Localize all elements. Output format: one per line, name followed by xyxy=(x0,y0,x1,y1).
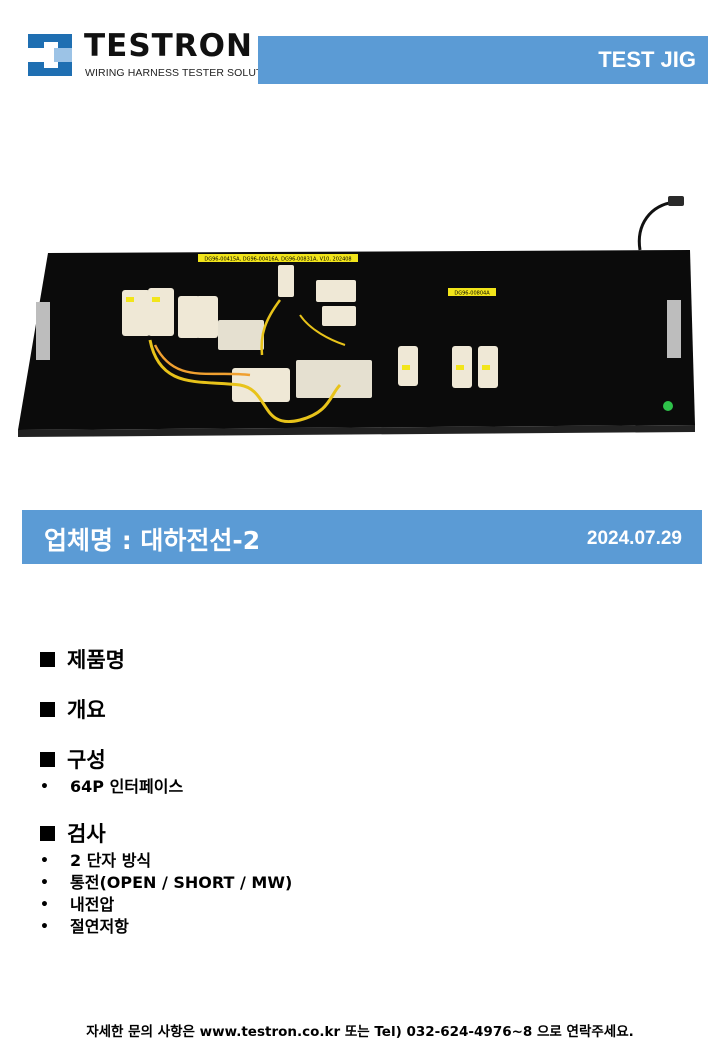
company-bar: 업체명 : 대하전선-2 2024.07.29 xyxy=(22,510,702,564)
header-bar: TEST JIG xyxy=(258,36,708,84)
jig-label-2: DG96-00804A xyxy=(454,291,490,297)
brand-name: TESTRON xyxy=(84,28,253,64)
test-jig-photo: DG96-00415A, DG96-00416A, DG96-00831A, V… xyxy=(18,196,695,437)
list-item: 내전압 xyxy=(40,894,292,916)
square-bullet-icon xyxy=(40,825,55,841)
list-item: 2 단자 방식 xyxy=(40,850,292,872)
testron-logo: TESTRON WIRING HARNESS TESTER SOLUTIONS xyxy=(28,28,289,82)
list-item: 64P 인터페이스 xyxy=(40,776,183,798)
section-heading: 구성 xyxy=(40,744,183,774)
contact-footer: 자세한 문의 사항은 www.testron.co.kr 또는 Tel) 032… xyxy=(86,1024,634,1040)
square-bullet-icon xyxy=(40,751,55,767)
section-heading: 제품명 xyxy=(40,644,125,674)
square-bullet-icon xyxy=(40,701,55,717)
section-title: 제품명 xyxy=(67,648,125,672)
list-item: 통전(OPEN / SHORT / MW) xyxy=(40,872,292,894)
section-overview: 개요 xyxy=(40,694,106,724)
section-heading: 검사 xyxy=(40,818,292,848)
section-inspection: 검사 2 단자 방식 통전(OPEN / SHORT / MW) 내전압 절연저… xyxy=(40,818,292,938)
brand-tagline: WIRING HARNESS TESTER SOLUTIONS xyxy=(85,67,289,79)
testron-logo-icon xyxy=(28,34,72,76)
section-title: 검사 xyxy=(67,822,106,846)
section-heading: 개요 xyxy=(40,694,106,724)
doc-type-title: TEST JIG xyxy=(598,47,696,72)
inspection-list: 2 단자 방식 통전(OPEN / SHORT / MW) 내전압 절연저항 xyxy=(40,850,292,938)
company-name: 업체명 : 대하전선-2 xyxy=(44,526,261,555)
jig-label-1: DG96-00415A, DG96-00416A, DG96-00831A, V… xyxy=(204,257,351,263)
section-title: 개요 xyxy=(67,698,106,722)
section-product: 제품명 xyxy=(40,644,125,674)
doc-date: 2024.07.29 xyxy=(586,528,682,549)
composition-list: 64P 인터페이스 xyxy=(40,776,183,798)
list-item: 절연저항 xyxy=(40,916,292,938)
section-title: 구성 xyxy=(67,748,106,772)
square-bullet-icon xyxy=(40,651,55,667)
section-composition: 구성 64P 인터페이스 xyxy=(40,744,183,798)
